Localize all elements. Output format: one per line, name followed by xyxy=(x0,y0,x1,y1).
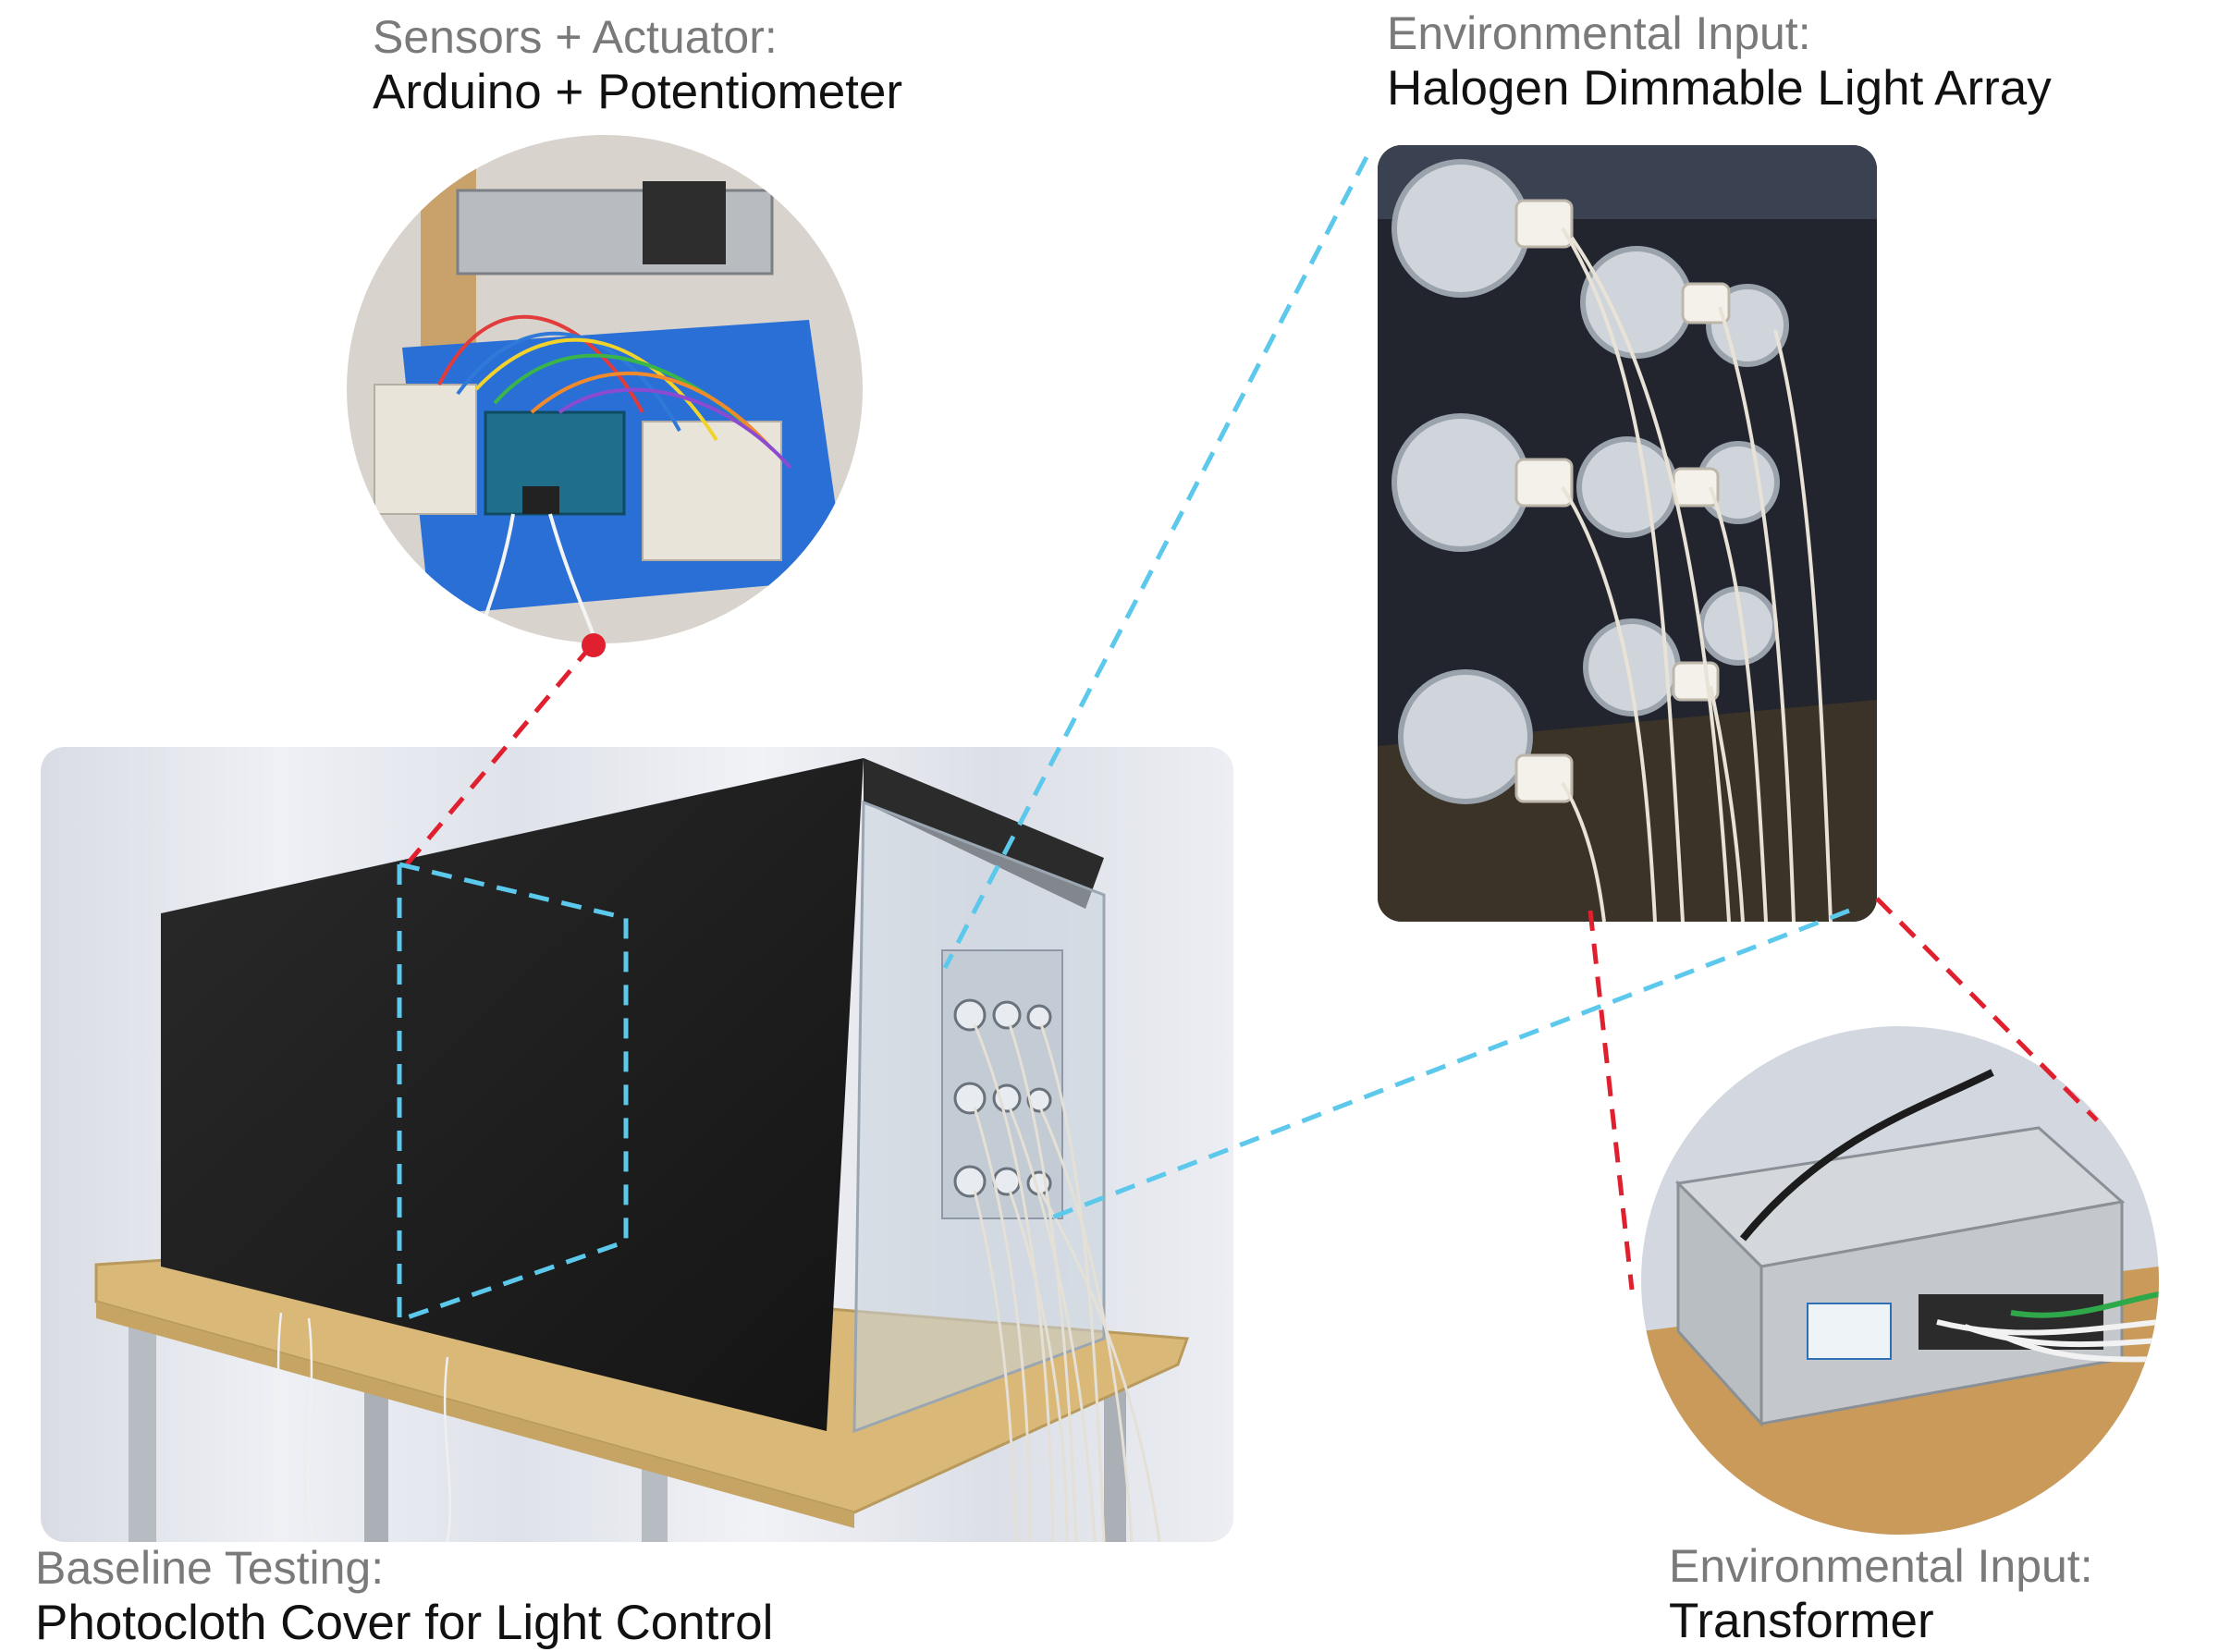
label-category: Environmental Input: xyxy=(1669,1540,2093,1592)
jumper-wires xyxy=(437,314,792,643)
breadboard-right xyxy=(642,421,782,561)
transformer-illustration xyxy=(1641,1026,2159,1535)
plywood-edge xyxy=(96,1302,854,1528)
arduino-illustration xyxy=(347,135,863,643)
label-category: Environmental Input: xyxy=(1387,7,1811,59)
callout-line-halogen-bottom xyxy=(1048,908,1850,1221)
label-category: Baseline Testing: xyxy=(35,1542,385,1594)
enclosure-illustration xyxy=(41,747,1233,1542)
stepper-motor xyxy=(643,181,726,264)
baseline-enclosure-photo xyxy=(41,747,1233,1542)
power-cable xyxy=(1739,1069,1994,1242)
spec-label xyxy=(1807,1303,1892,1360)
ground-wire xyxy=(2010,1291,2159,1318)
halogen-light-array-photo xyxy=(1378,145,1877,922)
callout-line-halogen-top xyxy=(942,155,1369,970)
label-transformer: Environmental Input: Transformer xyxy=(1669,1540,2093,1649)
breadboard-left xyxy=(374,384,477,515)
label-baseline-testing: Baseline Testing: Photocloth Cover for L… xyxy=(35,1542,773,1651)
callout-line-transformer-right xyxy=(1875,897,2099,1122)
lamp-cables xyxy=(1561,226,1833,922)
shelf-wires xyxy=(275,1312,452,1542)
arduino-potentiometer-photo xyxy=(347,135,863,643)
halogen-lamps xyxy=(1391,159,1789,804)
callout-dot xyxy=(582,633,606,657)
lamp-wires xyxy=(973,1023,1161,1542)
label-description: Halogen Dimmable Light Array xyxy=(1387,60,2052,116)
label-category: Sensors + Actuator: xyxy=(373,11,778,63)
label-description: Arduino + Potentiometer xyxy=(373,64,903,119)
usb-port xyxy=(522,486,559,514)
cloth-window-outline xyxy=(397,861,629,1324)
halogen-illustration xyxy=(1378,145,1877,922)
label-sensors-actuator: Sensors + Actuator: Arduino + Potentiome… xyxy=(373,11,902,120)
label-halogen-array: Environmental Input: Halogen Dimmable Li… xyxy=(1387,7,2052,116)
callout-line-arduino xyxy=(405,643,594,866)
label-description: Photocloth Cover for Light Control xyxy=(35,1595,774,1650)
label-description: Transformer xyxy=(1669,1593,1934,1648)
callout-line-transformer-left xyxy=(1588,910,1635,1291)
output-wires xyxy=(1936,1319,2159,1363)
transformer-photo xyxy=(1641,1026,2159,1535)
photocloth-cover xyxy=(161,758,864,1431)
